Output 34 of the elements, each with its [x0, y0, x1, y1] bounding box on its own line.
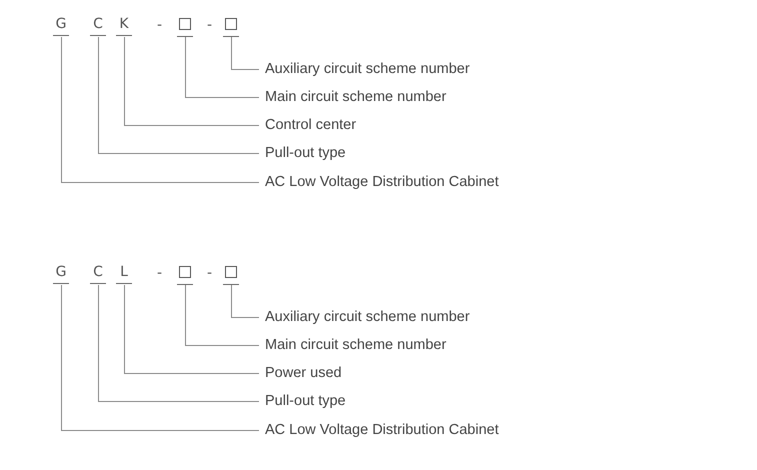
hyphen-separator: -	[207, 265, 212, 281]
description-text: Auxiliary circuit scheme number	[265, 60, 470, 78]
hyphen-separator: -	[157, 17, 162, 33]
leader-line	[98, 36, 260, 154]
description-text: Main circuit scheme number	[265, 336, 446, 354]
description-text: Main circuit scheme number	[265, 88, 446, 106]
leader-line	[231, 284, 260, 318]
code-letter: G	[53, 264, 69, 284]
description-text: AC Low Voltage Distribution Cabinet	[265, 173, 499, 191]
leader-line	[61, 284, 260, 431]
placeholder-square	[179, 266, 191, 278]
hyphen-separator: -	[207, 17, 212, 33]
code-letter: L	[116, 264, 132, 284]
leader-line	[231, 36, 260, 70]
code-letter: K	[116, 16, 132, 36]
description-text: Control center	[265, 116, 356, 134]
code-letter: G	[53, 16, 69, 36]
leader-line	[124, 284, 260, 374]
description-text: Pull-out type	[265, 392, 346, 410]
placeholder-square	[225, 18, 237, 30]
code-letter: C	[90, 264, 106, 284]
description-text: Pull-out type	[265, 144, 346, 162]
leader-line	[185, 284, 260, 346]
description-text: AC Low Voltage Distribution Cabinet	[265, 421, 499, 439]
leader-line	[185, 36, 260, 98]
placeholder-square	[225, 266, 237, 278]
description-text: Power used	[265, 364, 342, 382]
placeholder-square	[179, 18, 191, 30]
leader-line	[98, 284, 260, 402]
description-text: Auxiliary circuit scheme number	[265, 308, 470, 326]
leader-line	[124, 36, 260, 126]
code-letter: C	[90, 16, 106, 36]
hyphen-separator: -	[157, 265, 162, 281]
leader-line	[61, 36, 260, 183]
